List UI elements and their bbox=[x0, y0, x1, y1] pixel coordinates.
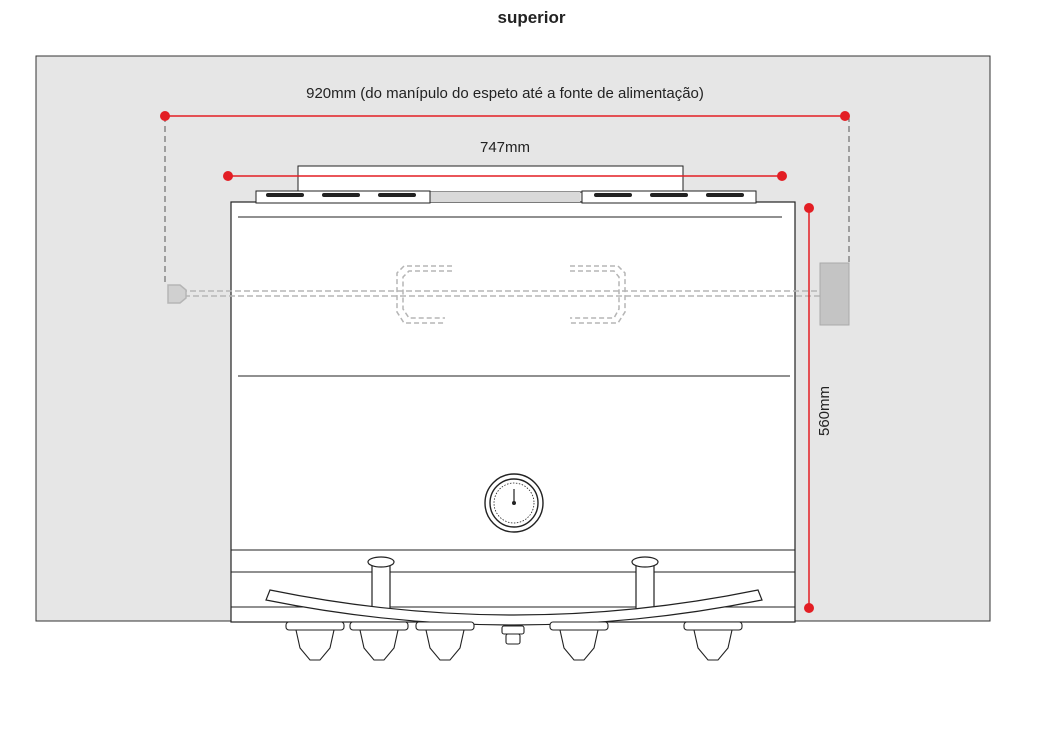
extension-lines bbox=[164, 116, 850, 285]
control-knob-1 bbox=[285, 621, 345, 661]
rear-vents bbox=[255, 165, 757, 204]
thermometer-gauge-icon bbox=[484, 473, 544, 533]
view-title: superior bbox=[497, 8, 566, 27]
control-knob-2 bbox=[349, 621, 409, 661]
dimension-920: 920mm (do manípulo do espeto até a fonte… bbox=[160, 85, 850, 121]
motor-power-unit bbox=[819, 262, 850, 326]
ignition-button bbox=[501, 625, 525, 645]
grill-body bbox=[230, 201, 796, 623]
control-knob-3 bbox=[415, 621, 475, 661]
control-knob-5 bbox=[683, 621, 743, 661]
dimension-747: 747mm bbox=[223, 139, 787, 181]
control-knob-4 bbox=[549, 621, 609, 661]
front-handle bbox=[265, 556, 763, 626]
control-knobs bbox=[285, 621, 743, 661]
dimension-920-label: 920mm (do manípulo do espeto até a fonte… bbox=[306, 85, 704, 102]
dimension-560-label: 560mm bbox=[816, 386, 833, 436]
dimension-747-label: 747mm bbox=[480, 139, 530, 156]
dimension-560: 560mm bbox=[804, 203, 833, 613]
